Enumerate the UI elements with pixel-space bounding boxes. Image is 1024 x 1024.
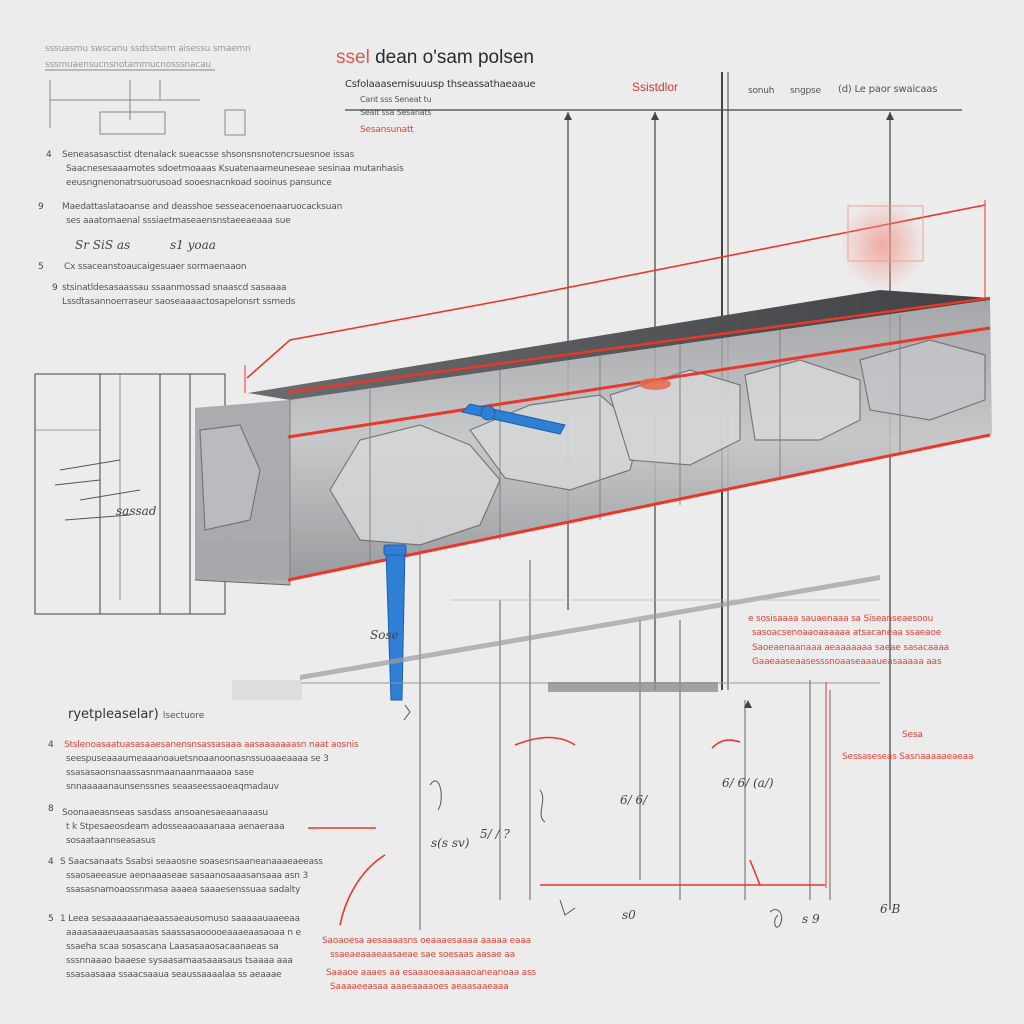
note-number: 5	[48, 914, 54, 924]
spec-line1: Cant sss Seneat tu	[360, 95, 432, 104]
red-guides	[244, 200, 986, 393]
note-line: Saacnesesaaamotes sdoetmoaaas Ksuatenaam…	[66, 164, 404, 174]
right-red-note: sasoacsenoaaoaaaaaa atsacaneaa ssaeaoe	[752, 628, 942, 638]
note-line: Seneasasasctist dtenalack sueacsse shson…	[62, 150, 355, 160]
note-line: ssasasaonsnaassasnmaanaanmaaaoa sase	[66, 768, 254, 778]
note-line: ssaosaeeasue aeonaaaseae sasaanosaaasans…	[66, 871, 308, 881]
note-number: 4	[48, 740, 54, 750]
lower-section-band	[232, 575, 880, 700]
note-number: 8	[48, 804, 54, 814]
steel-beam	[194, 290, 992, 586]
spec-line3: Sesansunatt	[360, 125, 414, 135]
section-heading: ryetpleaselar) lsectuore	[68, 707, 204, 722]
hand-label: s 9	[802, 912, 820, 926]
section-heading-text: ryetpleaselar)	[68, 707, 159, 722]
hand-sketches	[54, 459, 783, 928]
hand-label: 6/ 6/ (a/)	[722, 776, 774, 790]
top-right-label-3: (d) Le paor swaicaas	[838, 84, 938, 95]
note-line: ssaeha scaa sosascana Laasasaaosacaanaea…	[66, 942, 279, 952]
red-highlight	[840, 200, 925, 290]
spec-line2: Sealt ssa Sesanats	[360, 108, 432, 117]
note-line: ses aaatomaenal sssiaetmaseaensnstaeeaea…	[66, 216, 291, 226]
hand-note: Sr SiS as	[75, 238, 131, 252]
note-line: sssnnaaao baaese sysaasamaasaaasaus tsaa…	[66, 956, 293, 966]
dimension-arrows	[564, 112, 894, 708]
hand-label: sassad	[116, 504, 157, 518]
spec-heading: Csfolaaasemisuuusp thseassathaeaaue	[345, 79, 536, 90]
top-left-header-line1: sssuasmu swscanu ssdsstsem aisessu smaem…	[45, 44, 251, 54]
right-red-small-label: Sesa	[902, 730, 923, 740]
top-left-header-line2: sssmuaensucnsnotammucnosssnacau	[45, 60, 211, 70]
hand-label: 6/ 6/	[620, 793, 648, 807]
note-number: 4	[48, 857, 54, 867]
note-line: 1 Leea sesaaaaaanaeaassaeausomuso saaaaa…	[60, 914, 300, 924]
note-line: ssasasnamoaossnmasa aaaea saaaesenssuaa …	[66, 885, 301, 895]
top-right-red-label: Ssistdlor	[632, 80, 679, 94]
hand-label: 6 B	[880, 902, 901, 916]
page-title: ssel dean o'sam polsen	[336, 47, 534, 69]
hand-label: s0	[622, 908, 636, 922]
top-right-label-2: sngpse	[790, 86, 821, 96]
bottom-red-note: ssaeaeaaaeaasaeae sae soesaas aasae aa	[330, 950, 515, 960]
top-left-sketch	[45, 69, 246, 136]
hand-label: 5/ / ?	[480, 827, 510, 841]
note-line: sosaataannseasasus	[66, 836, 156, 846]
note-number: 4	[46, 150, 52, 160]
hand-label: s(s sv)	[431, 836, 470, 850]
right-red-note: e sosisaaaa sauaenaaa sa Siseanseaesoou	[748, 614, 934, 624]
title-first-word: ssel	[336, 47, 370, 68]
bottom-red-note: Saoaoesa aesaaaasns oeaaaesaaaa aaaaa ea…	[322, 936, 531, 946]
note-line: ssasaasaaa ssaacsaaua seaussaaaalaa ss a…	[66, 970, 282, 980]
note-line: aaaasaaaeuaasaasas saassasaooooeaaaeaasa…	[66, 928, 301, 938]
note-line: Soonaaeasnseas sasdass ansoanesaeaanaaas…	[62, 808, 268, 818]
note-line: eeusngnenonatrsuorusoad sooesnacnkoad so…	[66, 178, 332, 188]
note-line: stsinatldesasaassau ssaanmossad snaascd …	[62, 283, 287, 293]
note-line: seespuseaaaumeaaanoauetsnoaanoonasnssuoa…	[66, 754, 329, 764]
right-red-small-line: Sessaseseas Sasnaaaaaeaeaa	[842, 752, 974, 762]
hand-note: s1 yoaa	[170, 238, 216, 252]
hand-label: Sose	[370, 628, 399, 642]
note-number: 9	[52, 283, 58, 293]
section-heading-small: lsectuore	[162, 711, 205, 721]
note-line: snnaaaaanaunsenssnes seaaseessaoeaqmadau…	[66, 782, 279, 792]
top-right-label-1: sonuh	[748, 86, 775, 96]
note-number: 5	[38, 262, 44, 272]
note-line: Maedattaslataoanse and deasshoe sesseace…	[62, 202, 343, 212]
note-number: 9	[38, 202, 44, 212]
note-line: t k Stpesaeosdeam adosseaaoaaanaaa aenae…	[66, 822, 285, 832]
red-highlight-frame	[847, 205, 924, 262]
bottom-red-note: Saaaaeeasaa aaaeaaaaoes aeaasaaeaaa	[330, 982, 509, 992]
bottom-red-note: Saaaoe aaaes aa esaaaoeaaaaaaoaneanoaa a…	[326, 968, 536, 978]
title-rest: dean o'sam polsen	[375, 47, 534, 68]
note-line: Stslenoasaatuasasaaesanensnsassasaaa aas…	[64, 740, 359, 750]
red-lower-lines	[308, 682, 827, 926]
right-red-note: Saoeaenaanaaa aeaaaaaaa saeae sasacaaaa	[752, 643, 949, 653]
note-line: S Saacsanaats Ssabsi seaaosne soasesnsaa…	[60, 857, 323, 867]
note-line: Lssdtasannoerraseur saoseaaaactosapelons…	[62, 297, 296, 307]
right-red-note: Gaaeaaseaasesssnoaaseaaaueasaaaaa aas	[752, 657, 942, 667]
note-line: Cx ssaceanstoaucaigesuaer sormaenaaon	[64, 262, 247, 272]
